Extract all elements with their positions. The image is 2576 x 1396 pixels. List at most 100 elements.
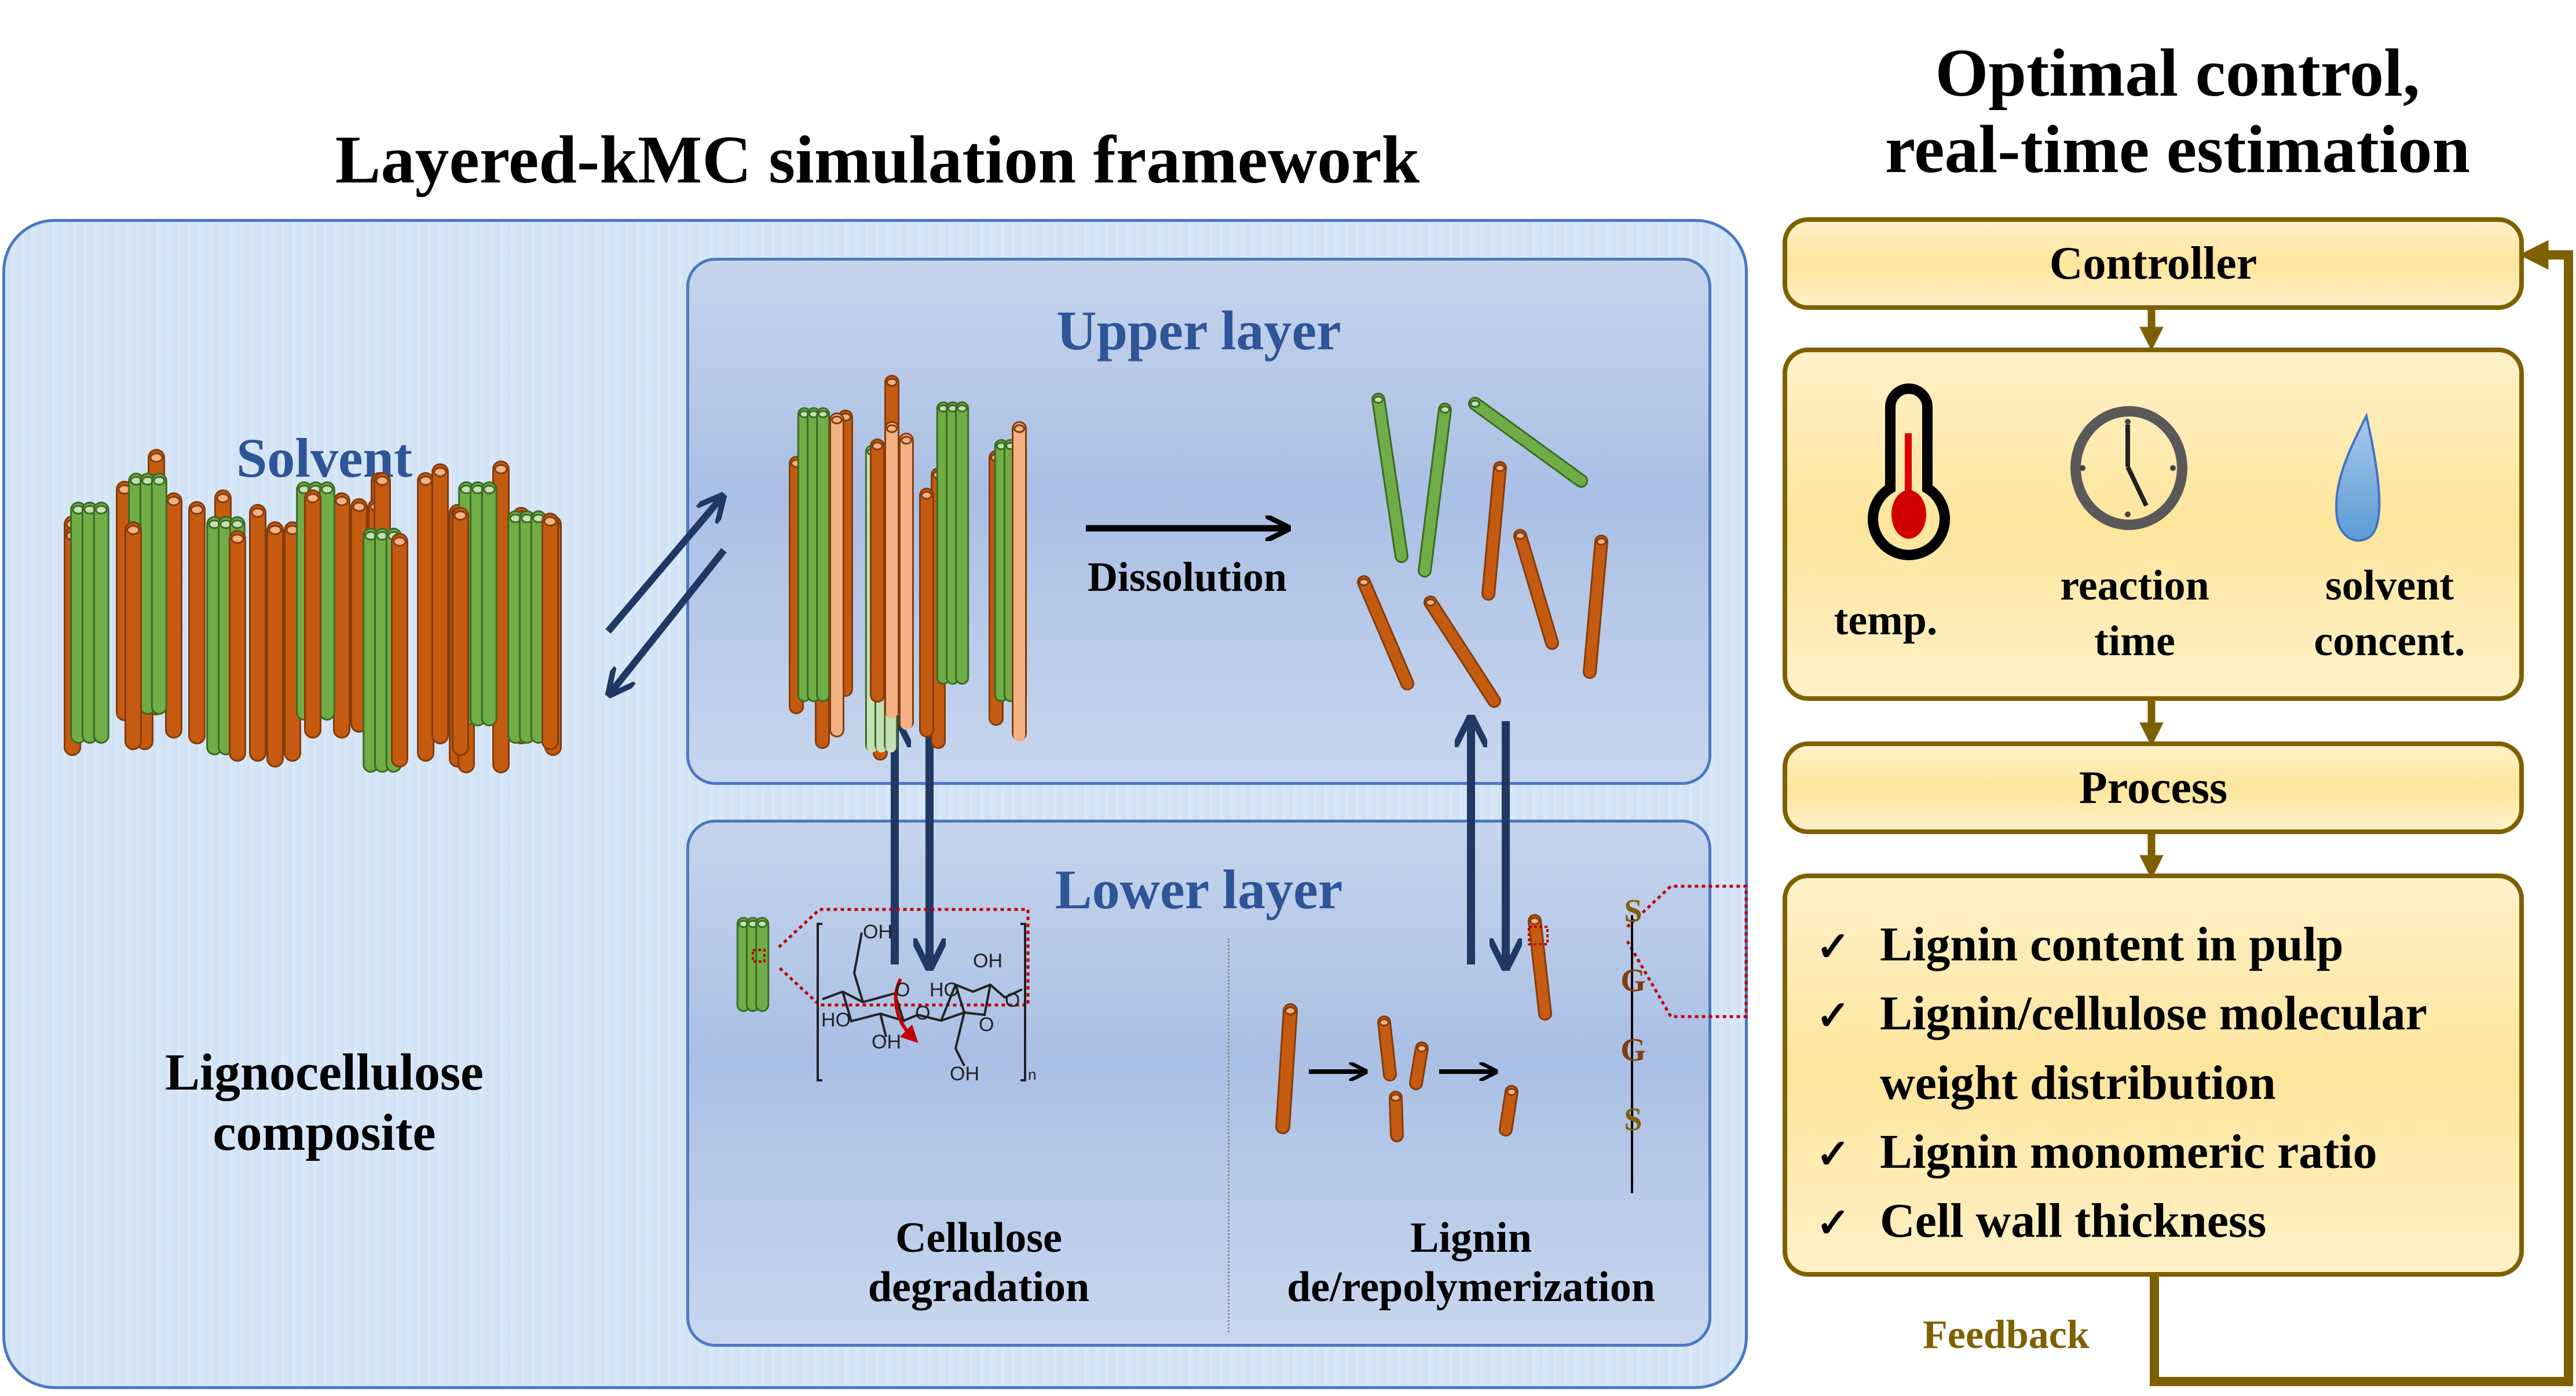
- lignin-fiber-dissolving-cap: [1013, 424, 1025, 433]
- right-bracket: [1020, 923, 1026, 1081]
- output-item: ✓ Lignin monomeric ratio: [1816, 1117, 2519, 1186]
- controller-title: Controller: [2049, 238, 2257, 289]
- lignin-callout-marker: [1528, 926, 1549, 945]
- lignin-fragment: [1501, 1087, 1517, 1135]
- dissolution-label: Dissolution: [1087, 554, 1287, 600]
- cellulose-callout-outline: [778, 908, 1030, 1007]
- control-title-line1: Optimal control,: [1935, 35, 2420, 111]
- lignin-fiber-cap: [543, 516, 557, 527]
- feedback-loop-line: [2150, 240, 2573, 1386]
- lignin-fiber-cap: [251, 507, 265, 518]
- controller-box: Controller: [1783, 217, 2524, 310]
- lignin-fiber-cap: [433, 467, 447, 477]
- solvent-concent-line2: concent.: [2314, 617, 2465, 666]
- lignin-fiber-cap: [149, 452, 163, 463]
- lignin-fiber-cap: [375, 476, 389, 486]
- atom-o: O: [1005, 989, 1020, 1011]
- lignin-fiber-cap: [306, 493, 320, 503]
- output-text: Lignin content in pulp: [1880, 918, 2344, 971]
- atom-o: O: [915, 1002, 931, 1024]
- lignin-fragment-cap: [1390, 1094, 1402, 1102]
- lignin-fiber-cap: [393, 536, 407, 547]
- upper-layer-panel: [686, 258, 1711, 785]
- lignin-fiber-cap: [190, 505, 204, 515]
- control-title-line2: real-time estimation: [1885, 111, 2471, 188]
- cellulose-fibril-cap: [153, 476, 166, 486]
- cellulose-fiber: [1419, 404, 1450, 576]
- estimated-outputs-box: ✓Lignin content in pulp ✓Lignin/cellulos…: [1783, 874, 2524, 1277]
- lower-layer-panel: [686, 820, 1711, 1347]
- lignin-label-line2: de/repolymerization: [1287, 1263, 1655, 1311]
- atom-o: O: [895, 979, 910, 1001]
- check-icon: ✓: [1816, 1132, 1850, 1177]
- output-text: weight distribution: [1880, 1055, 2276, 1110]
- arrow-to-upper-layer: [605, 498, 721, 634]
- upper-layer-title: Upper layer: [1056, 299, 1341, 361]
- framework-title: Layered-kMC simulation framework: [335, 122, 1420, 198]
- lignin-fragment: [1391, 1092, 1402, 1141]
- lower-layer-title: Lower layer: [1055, 858, 1343, 920]
- cellulose-degradation-label: Cellulose degradation: [747, 1214, 1210, 1312]
- lignin-fiber: [1425, 597, 1499, 706]
- cellulose-fibril-cap: [483, 484, 496, 495]
- monomer-g: G: [1620, 1032, 1646, 1068]
- lignin-fiber-cap: [872, 441, 883, 451]
- input-label-temperature: temp.: [1834, 597, 1938, 644]
- cellulose-fibril-cap: [818, 410, 829, 418]
- lignin-fiber-cap: [216, 493, 230, 503]
- monomer-g: G: [1620, 963, 1646, 999]
- cellulose-callout-marker: [752, 949, 766, 963]
- output-text: Cell wall thickness: [1880, 1194, 2267, 1248]
- check-icon: ✓: [1816, 1201, 1850, 1247]
- thermometer-icon: [1868, 383, 1950, 561]
- monomer-s: S: [1624, 893, 1642, 929]
- cellulose-fibril-cap: [321, 484, 334, 495]
- lignin-fiber-cap: [1358, 578, 1370, 586]
- lignin-fiber-cap: [352, 502, 366, 512]
- left-bracket: [817, 923, 822, 1081]
- atom-o: O: [979, 1014, 994, 1036]
- output-item: ✓Lignin content in pulp: [1816, 910, 2519, 979]
- feedback-label: Feedback: [1923, 1313, 2090, 1357]
- input-label-solvent-concentration: solvent concent.: [2274, 558, 2505, 669]
- input-label-reaction-time: reaction time: [2030, 558, 2239, 669]
- lignin-fiber: [1515, 531, 1557, 648]
- lignin-fiber-dissolving-cap: [886, 424, 898, 433]
- lignin-fiber-cap: [1425, 598, 1436, 606]
- cellulose-fibril-cap: [757, 920, 768, 928]
- cellulose-molecule: [817, 923, 1026, 1081]
- lignin-polymer-cap: [1285, 1006, 1296, 1015]
- droplet-icon: [2335, 412, 2381, 542]
- lignin-repolymerized: [1529, 916, 1550, 1019]
- lignin-fiber-cap: [268, 525, 282, 535]
- lignin-fiber: [1359, 577, 1413, 689]
- lignin-label-line1: Lignin: [1410, 1214, 1532, 1262]
- lignin-fiber: [1585, 536, 1607, 677]
- lignin-fiber-cap: [1494, 464, 1506, 472]
- lignin-fiber-cap: [1514, 532, 1526, 540]
- cellulose-fiber: [1470, 399, 1586, 486]
- lignin-fiber-cap: [886, 378, 898, 387]
- atom-oh: OH: [973, 950, 1002, 972]
- output-item-continued: weight distribution: [1816, 1048, 2519, 1117]
- lignin-fiber-cap: [453, 510, 467, 521]
- atom-oh: OH: [950, 1063, 979, 1085]
- cellulose-label-line2: degradation: [868, 1263, 1090, 1311]
- process-title: Process: [2079, 762, 2228, 813]
- lignin-fragment-cap: [1378, 1018, 1390, 1026]
- lignin-fiber-cap: [1596, 538, 1607, 546]
- output-item: ✓ Cell wall thickness: [1816, 1186, 2519, 1255]
- output-text: Lignin monomeric ratio: [1880, 1124, 2377, 1179]
- lignin-fragment-cap: [1416, 1044, 1428, 1053]
- lignin-polymer: [1277, 1005, 1296, 1132]
- repeat-subscript: n: [1028, 1066, 1037, 1083]
- lignin-fragment: [1411, 1043, 1427, 1088]
- manipulated-inputs-box: temp. reaction time solvent concent.: [1783, 348, 2524, 701]
- lignin-fragment-cap: [1506, 1088, 1517, 1096]
- output-item: ✓Lignin/cellulose molecular: [1816, 979, 2519, 1048]
- lignin-fiber-cap: [126, 525, 140, 535]
- lower-layer-divider: [1228, 938, 1230, 1332]
- reaction-time-line2: time: [2094, 617, 2175, 666]
